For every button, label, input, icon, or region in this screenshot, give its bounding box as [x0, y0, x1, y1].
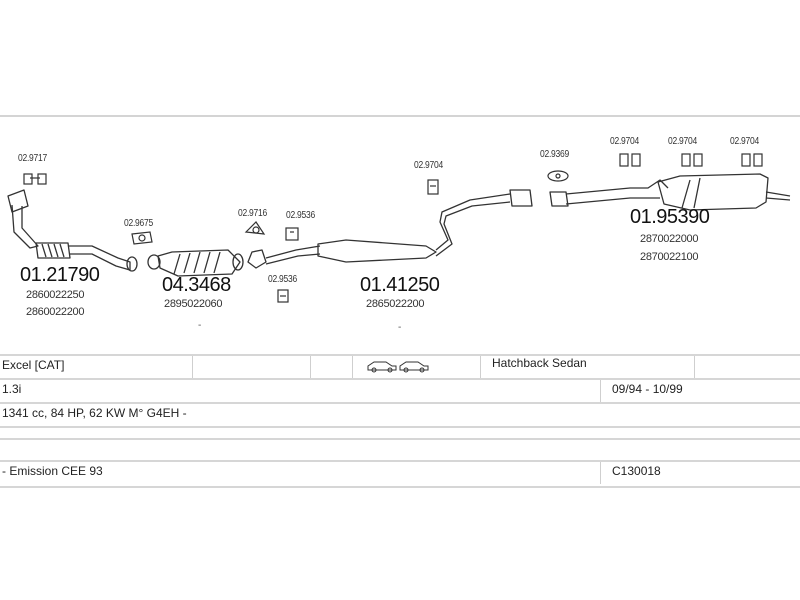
hanger-icon[interactable]	[277, 289, 289, 303]
column-divider	[600, 462, 601, 484]
hanger-icon[interactable]	[681, 153, 703, 167]
production-years: 09/94 - 10/99	[612, 382, 683, 396]
hanger-icon[interactable]	[285, 227, 299, 241]
car-body-icon	[367, 361, 429, 373]
engine: 1.3i	[2, 382, 22, 396]
gasket-icon[interactable]	[547, 170, 569, 182]
column-divider	[694, 356, 695, 378]
column-divider	[600, 380, 601, 402]
accessory-label: 02.9675	[124, 218, 153, 229]
accessory-label: 02.9704	[668, 136, 697, 147]
hanger-icon[interactable]	[619, 153, 641, 167]
hanger-icon[interactable]	[741, 153, 763, 167]
marker-dash: -	[398, 322, 402, 333]
column-divider	[480, 356, 481, 378]
column-divider	[352, 356, 353, 378]
part-number[interactable]: 01.95390	[630, 206, 710, 228]
column-divider	[310, 356, 311, 378]
table-divider	[0, 402, 800, 404]
oem-code: 2865022200	[366, 298, 425, 310]
middle-silencer-part[interactable]	[247, 189, 533, 269]
engine-spec: 1341 cc, 84 HP, 62 KW M° G4EH -	[2, 406, 187, 420]
emission-standard: - Emission CEE 93	[2, 464, 103, 478]
rear-silencer-part[interactable]	[549, 173, 791, 211]
front-pipe-part[interactable]	[7, 189, 138, 272]
hanger-icon[interactable]	[23, 173, 47, 185]
hanger-icon[interactable]	[427, 179, 439, 195]
body-type: Hatchback Sedan	[492, 356, 587, 370]
part-number[interactable]: 01.41250	[360, 274, 440, 296]
table-divider	[0, 486, 800, 488]
table-divider	[0, 354, 800, 356]
gasket-icon[interactable]	[131, 231, 153, 245]
table-divider	[0, 438, 800, 440]
clamp-icon[interactable]	[244, 221, 266, 235]
accessory-label: 02.9704	[730, 136, 759, 147]
oem-code: 2870022100	[640, 251, 699, 263]
table-divider	[0, 460, 800, 462]
oem-code: 2860022250	[26, 289, 85, 301]
accessory-label: 02.9717	[18, 153, 47, 164]
accessory-label: 02.9704	[414, 160, 443, 171]
part-number[interactable]: 01.21790	[20, 264, 100, 286]
oem-code: 2870022000	[640, 233, 699, 245]
accessory-label: 02.9716	[238, 208, 267, 219]
table-divider	[0, 426, 800, 428]
accessory-label: 02.9536	[268, 274, 297, 285]
column-divider	[192, 356, 193, 378]
model-name: Excel [CAT]	[2, 358, 65, 372]
diagram-frame	[0, 115, 800, 491]
part-number[interactable]: 04.3468	[162, 274, 231, 296]
oem-code: 2860022200	[26, 306, 85, 318]
marker-dash: -	[198, 320, 202, 331]
accessory-label: 02.9369	[540, 149, 569, 160]
reference-code: C130018	[612, 464, 661, 478]
oem-code: 2895022060	[164, 298, 223, 310]
accessory-label: 02.9704	[610, 136, 639, 147]
accessory-label: 02.9536	[286, 210, 315, 221]
table-divider	[0, 378, 800, 380]
catalytic-converter-part[interactable]	[147, 249, 244, 277]
